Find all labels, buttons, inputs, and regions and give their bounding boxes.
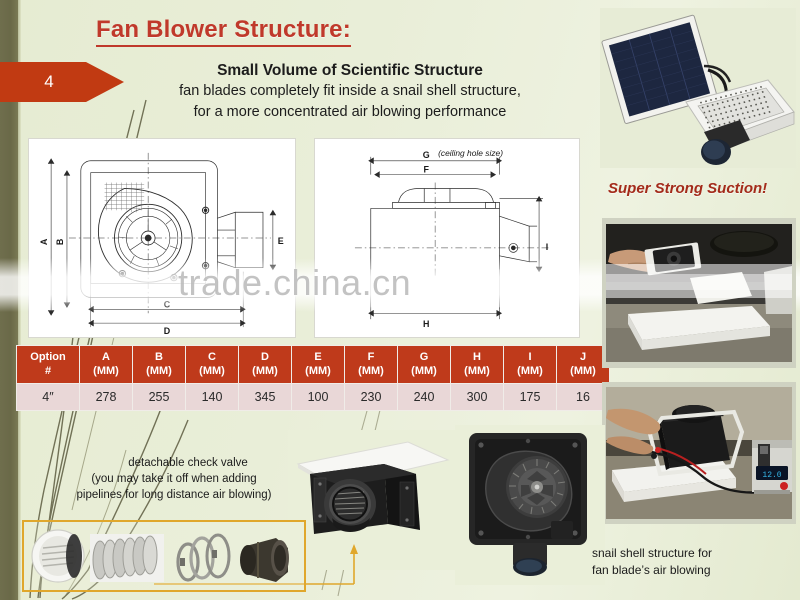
page-title: Fan Blower Structure: bbox=[96, 16, 351, 47]
svg-text:(ceiling hole size): (ceiling hole size) bbox=[438, 148, 503, 158]
table-header-h: H(MM) bbox=[451, 346, 503, 383]
cell-f: 230 bbox=[345, 384, 397, 410]
table-header-f: F(MM) bbox=[345, 346, 397, 383]
suction-callout: Super Strong Suction! bbox=[608, 180, 768, 197]
svg-text:E: E bbox=[278, 236, 284, 246]
table-header-a: A(MM) bbox=[80, 346, 132, 383]
caption-valve-line-1: detachable check valve bbox=[128, 457, 248, 469]
caption-valve-line-3: pipelines for long distance air blowing) bbox=[76, 489, 272, 501]
subtitle-line-2: fan blades completely fit inside a snail… bbox=[179, 83, 521, 99]
cad-drawing-top-view: A B E C D bbox=[28, 138, 296, 338]
cad-drawing-side-view: G (ceiling hole size) F I H bbox=[314, 138, 580, 338]
svg-text:G: G bbox=[423, 150, 430, 160]
cell-c: 140 bbox=[186, 384, 238, 410]
table-header-g: G(MM) bbox=[398, 346, 450, 383]
cell-option: 4″ bbox=[17, 384, 79, 410]
table-header-b: B(MM) bbox=[133, 346, 185, 383]
cell-h: 300 bbox=[451, 384, 503, 410]
svg-text:12.0: 12.0 bbox=[762, 471, 781, 480]
svg-text:I: I bbox=[546, 242, 548, 252]
table-header-e: E(MM) bbox=[292, 346, 344, 383]
badge-number: 4 bbox=[44, 72, 54, 91]
cell-b: 255 bbox=[133, 384, 185, 410]
watermark-text: trade.china.cn bbox=[178, 262, 412, 303]
cell-a: 278 bbox=[80, 384, 132, 410]
photo-suction-demo bbox=[602, 218, 796, 368]
cell-g: 240 bbox=[398, 384, 450, 410]
svg-text:D: D bbox=[164, 326, 171, 336]
photo-snail-shell-structure bbox=[455, 425, 605, 585]
svg-text:F: F bbox=[423, 165, 429, 175]
table-header-i: I(MM) bbox=[504, 346, 556, 383]
cell-d: 345 bbox=[239, 384, 291, 410]
table-header-option: Option # bbox=[17, 346, 79, 383]
table-header-d: D(MM) bbox=[239, 346, 291, 383]
photo-test-setup: 12.0 bbox=[602, 382, 796, 524]
cell-j: 16 bbox=[557, 384, 609, 410]
subtitle-block: Small Volume of Scientific Structure fan… bbox=[120, 60, 580, 123]
table-header-row: Option # A(MM) B(MM) C(MM) D(MM) E(MM) bbox=[17, 346, 609, 383]
subtitle-line-1: Small Volume of Scientific Structure bbox=[217, 62, 483, 79]
svg-text:B: B bbox=[55, 238, 65, 245]
svg-text:C: C bbox=[164, 299, 171, 309]
subtitle-line-3: for a more concentrated air blowing perf… bbox=[193, 104, 507, 120]
svg-text:A: A bbox=[39, 238, 49, 245]
caption-snail-shell: snail shell structure for fan blade’s ai… bbox=[592, 545, 712, 579]
caption-snail-line-1: snail shell structure for bbox=[592, 546, 713, 560]
photo-unit-with-check-valve bbox=[288, 430, 458, 570]
photo-solar-panel-and-vent bbox=[600, 8, 796, 168]
table-header-j: J(MM) bbox=[557, 346, 609, 383]
accessories-box bbox=[22, 520, 306, 592]
caption-valve-line-2: (you may take it off when adding bbox=[91, 473, 257, 485]
table-row: 4″ 278 255 140 345 100 230 240 300 175 1… bbox=[17, 384, 609, 410]
callout-connector-arrow bbox=[150, 540, 410, 590]
specification-table: Option # A(MM) B(MM) C(MM) D(MM) E(MM) bbox=[16, 345, 610, 411]
svg-text:H: H bbox=[423, 319, 429, 329]
cell-e: 100 bbox=[292, 384, 344, 410]
table-header-c: C(MM) bbox=[186, 346, 238, 383]
step-number-badge: 4 bbox=[0, 62, 124, 102]
caption-snail-line-2: fan blade’s air blowing bbox=[592, 563, 711, 577]
caption-check-valve: detachable check valve (you may take it … bbox=[38, 455, 310, 503]
cell-i: 175 bbox=[504, 384, 556, 410]
